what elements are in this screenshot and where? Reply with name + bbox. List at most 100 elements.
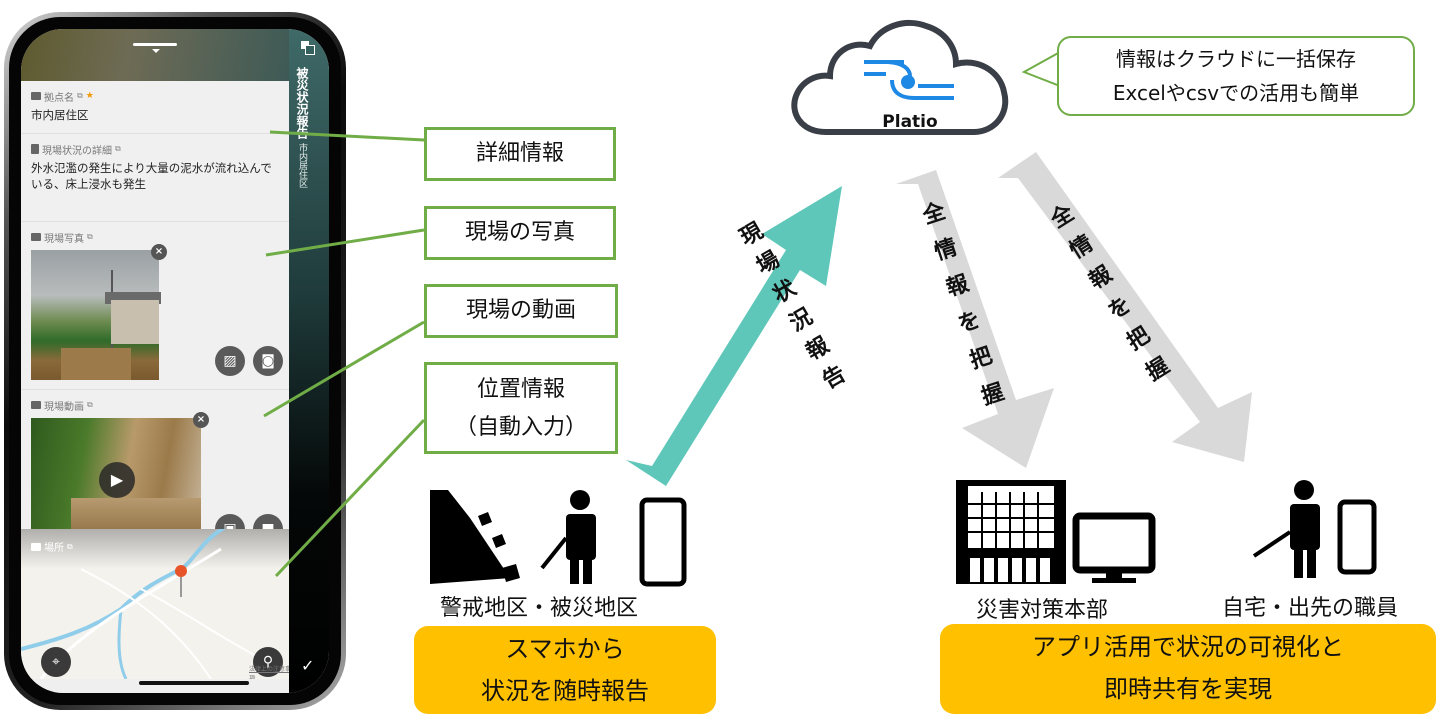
rock-icon <box>502 564 520 582</box>
staff-firefighter-helmet-icon <box>1294 480 1314 500</box>
caret-down-icon <box>152 49 160 53</box>
remove-video-button[interactable]: × <box>193 412 209 428</box>
gallery-button[interactable]: ▨ <box>215 346 245 376</box>
arrow-char: 握 <box>978 379 1008 411</box>
screen-header <box>21 29 289 81</box>
image-icon <box>31 233 41 241</box>
field-label: 拠点名 ⧉ ★ <box>31 89 281 104</box>
staff-smartphone-icon <box>1337 499 1377 575</box>
hq-label: 災害対策本部 <box>976 598 1109 623</box>
cloud-speech-bubble: 情報はクラウドに一括保存 Excelやcsvでの活用も簡単 <box>1057 36 1415 116</box>
callout-location-line2: （自動入力） <box>454 415 587 440</box>
home-indicator <box>139 681 249 685</box>
smartphone-icon <box>639 497 687 587</box>
road <box>80 568 212 679</box>
axe-icon <box>1252 530 1292 558</box>
cloud-outline <box>791 19 1009 135</box>
firefighter-leg <box>1307 548 1316 578</box>
speech-tail <box>1021 50 1061 88</box>
house <box>111 300 159 344</box>
map-search-button[interactable]: ⚲ <box>253 647 283 677</box>
field-details[interactable]: 現場状況の詳細 ⧉ 外水氾濫の発生により大量の泥水が流れ込んでいる、床上浸水も発… <box>21 134 291 222</box>
details-value: 外水氾濫の発生により大量の泥水が流れ込んでいる、床上浸水も発生 <box>31 161 272 191</box>
edit-icon: ⧉ <box>87 232 93 241</box>
callout-details: 詳細情報 <box>424 127 616 181</box>
download-hq-label: 全 情 報 を 把 握 <box>918 193 1009 417</box>
camera-icon: ◙ <box>261 353 275 369</box>
copy-icon[interactable] <box>301 41 315 55</box>
firefighter-leg <box>1294 548 1303 578</box>
id-card-icon <box>31 92 41 100</box>
location-pin-icon[interactable] <box>175 565 187 577</box>
hq-pictograms <box>956 480 1377 584</box>
callout-video: 現場の動画 <box>424 284 618 338</box>
edit-icon: ⧉ <box>115 144 121 153</box>
field-label: 場所 ⧉ <box>31 539 73 554</box>
search-icon: ⚲ <box>262 654 274 670</box>
crosshair-icon: ⌖ <box>52 654 60 670</box>
rock-icon <box>478 512 492 526</box>
field-summary-box: スマホから 状況を随時報告 <box>414 626 716 714</box>
map-icon <box>31 542 41 551</box>
monitor-stand <box>1106 570 1122 580</box>
firefighter-leg <box>570 558 579 584</box>
callout-location-line1: 位置情報 <box>476 377 565 402</box>
remove-photo-button[interactable]: × <box>151 244 167 260</box>
landslide-icon <box>430 490 510 584</box>
firefighter-icon <box>566 514 596 560</box>
field-label: 現場動画 ⧉ <box>31 398 281 413</box>
required-star-icon: ★ <box>85 91 94 101</box>
app-subtitle: 市内居住区 <box>297 143 307 189</box>
camera-button[interactable]: ◙ <box>253 346 283 376</box>
platio-brand-name: Platio <box>882 112 938 132</box>
firefighter-leg <box>583 558 592 584</box>
field-location-map[interactable]: 場所 ⧉ ⌖ ⚲ 法律上の注意事項 <box>21 529 291 679</box>
site-video-thumbnail[interactable]: ▶ <box>31 418 201 544</box>
rock-icon <box>492 534 506 548</box>
video-icon <box>31 401 41 409</box>
platio-logo-arc <box>885 60 912 77</box>
edit-icon: ⧉ <box>87 400 93 409</box>
side-panel: 被災状況報告 市内居住区 ✓ <box>289 29 329 693</box>
speech-line1: 情報はクラウドに一括保存 <box>1116 47 1356 71</box>
upload-arrow-label: 現 場 状 況 報 告 <box>734 215 852 397</box>
flood-water <box>61 348 131 380</box>
firefighter-helmet-icon <box>570 490 590 510</box>
callout-location: 位置情報 （自動入力） <box>424 362 618 454</box>
phone-bezel: 拠点名 ⧉ ★ 市内居住区 現場状況の詳細 ⧉ 外水氾濫の発生により大量の泥水が… <box>9 17 341 705</box>
staff-firefighter-icon <box>1290 504 1320 550</box>
confirm-check-icon[interactable]: ✓ <box>301 656 315 675</box>
field-label: 現場写真 ⧉ <box>31 230 281 245</box>
callout-photo: 現場の写真 <box>424 206 616 260</box>
hq-summary-line2: 即時共有を実現 <box>1104 675 1272 703</box>
site-photo-thumbnail[interactable] <box>31 250 161 380</box>
map-legal-link[interactable]: 法律上の注意事項 <box>249 666 291 679</box>
desktop-monitor-icon <box>1072 512 1156 574</box>
play-button[interactable]: ▶ <box>99 462 135 498</box>
field-video[interactable]: 現場動画 ⧉ ▶ × ▣ ■ <box>21 390 291 548</box>
axe-icon <box>540 536 568 570</box>
field-pictograms <box>430 490 687 587</box>
field-base-name[interactable]: 拠点名 ⧉ ★ 市内居住区 <box>21 81 291 134</box>
speech-line2: Excelやcsvでの活用も簡単 <box>1112 81 1360 105</box>
document-icon <box>31 144 39 154</box>
drag-handle[interactable] <box>133 43 177 46</box>
image-icon: ▨ <box>223 353 237 369</box>
hq-summary-line1: アプリ活用で状況の可視化と <box>1032 633 1344 661</box>
staff-label: 自宅・出先の職員 <box>1222 596 1399 621</box>
building-doors <box>970 558 1050 582</box>
report-form: 拠点名 ⧉ ★ 市内居住区 現場状況の詳細 ⧉ 外水氾濫の発生により大量の泥水が… <box>21 81 291 548</box>
current-location-button[interactable]: ⌖ <box>41 647 71 677</box>
river-branch <box>117 608 128 679</box>
phone-screen: 拠点名 ⧉ ★ 市内居住区 現場状況の詳細 ⧉ 外水氾濫の発生により大量の泥水が… <box>21 29 329 693</box>
app-title: 被災状況報告 市内居住区 <box>295 67 309 189</box>
edit-icon: ⧉ <box>77 91 83 100</box>
monitor-base <box>1092 578 1136 583</box>
base-name-value: 市内居住区 <box>31 108 89 122</box>
cloud-icon <box>791 19 1009 135</box>
smartphone-mockup: 拠点名 ⧉ ★ 市内居住区 現場状況の詳細 ⧉ 外水氾濫の発生により大量の泥水が… <box>4 12 346 710</box>
field-photo[interactable]: 現場写真 ⧉ × ▨ ◙ <box>21 222 291 390</box>
field-area-label: 警戒地区・被災地区 <box>440 596 639 621</box>
hq-summary-box: アプリ活用で状況の可視化と 即時共有を実現 <box>940 624 1436 714</box>
building-grid <box>968 492 1054 548</box>
